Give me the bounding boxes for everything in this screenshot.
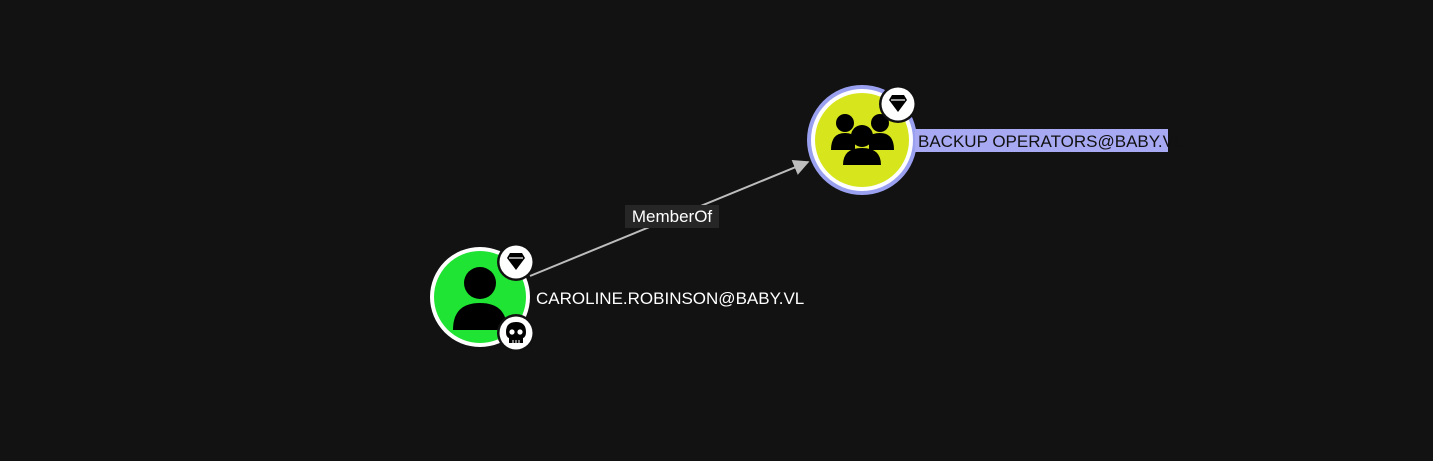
node-label-user: CAROLINE.ROBINSON@BABY.VL bbox=[536, 289, 804, 308]
node-user[interactable]: CAROLINE.ROBINSON@BABY.VL bbox=[430, 243, 804, 352]
diamond-icon[interactable] bbox=[497, 243, 535, 281]
edge-label: MemberOf bbox=[632, 207, 713, 226]
node-label-group: BACKUP OPERATORS@BABY.VL bbox=[918, 132, 1183, 151]
edge-label-background bbox=[625, 205, 719, 228]
user-icon bbox=[453, 267, 507, 330]
edge-memberof[interactable]: MemberOf bbox=[529, 160, 810, 277]
skull-icon[interactable] bbox=[497, 314, 535, 352]
node-label-highlight bbox=[915, 129, 1168, 152]
diamond-icon[interactable] bbox=[879, 85, 917, 123]
group-icon bbox=[831, 114, 894, 165]
node-group[interactable]: BACKUP OPERATORS@BABY.VL bbox=[807, 85, 1183, 195]
